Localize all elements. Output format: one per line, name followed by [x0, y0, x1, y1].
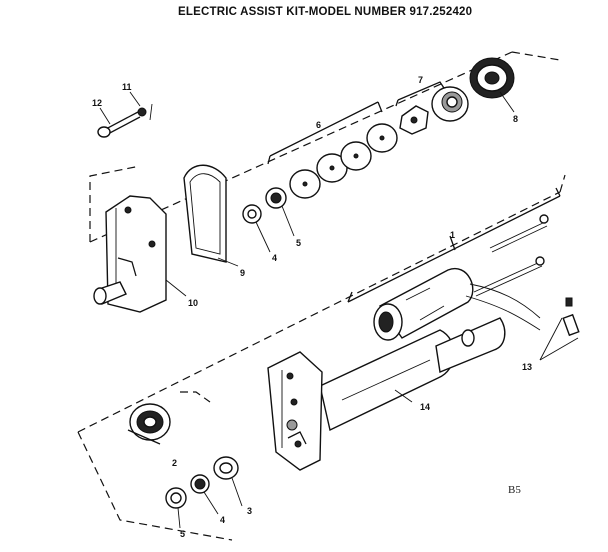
callout-14: 14 [420, 402, 430, 412]
part-11-12-fasteners [97, 91, 153, 138]
washers-upper-group [242, 187, 295, 253]
part-10-housing [93, 195, 187, 313]
callout-3-lower: 3 [247, 506, 252, 516]
part-gear-housing-bracket [267, 351, 323, 471]
callout-5-lower: 5 [180, 529, 185, 539]
assembly-boundary [77, 51, 566, 541]
callout-12: 12 [92, 98, 102, 108]
callout-6: 6 [316, 120, 321, 130]
part-9-gasket [183, 164, 239, 267]
part-13-switch [539, 297, 580, 361]
callout-4-upper: 4 [272, 253, 277, 263]
diagram-title: ELECTRIC ASSIST KIT-MODEL NUMBER 917.252… [178, 6, 473, 18]
callout-8: 8 [513, 114, 518, 124]
callout-1: 1 [450, 230, 455, 240]
callout-4-lower: 4 [220, 515, 225, 525]
callout-5-upper: 5 [296, 238, 301, 248]
callout-labels: 1 2 3 4 5 4 5 6 7 8 9 10 11 12 13 14 [92, 75, 532, 539]
part-7-hub [395, 81, 469, 135]
part-14-actuator [319, 317, 506, 432]
part-6-discs [267, 101, 398, 199]
callout-9: 9 [240, 268, 245, 278]
callout-13: 13 [522, 362, 532, 372]
part-8-sprocket [469, 57, 515, 113]
callout-11: 11 [122, 82, 132, 92]
part-motor-wiring-kit [347, 187, 561, 341]
washers-lower-group [165, 456, 243, 529]
page-code: B5 [508, 484, 521, 496]
callout-2: 2 [172, 458, 177, 468]
callout-10: 10 [188, 298, 198, 308]
callout-7: 7 [418, 75, 423, 85]
part-2-gear [127, 403, 171, 445]
